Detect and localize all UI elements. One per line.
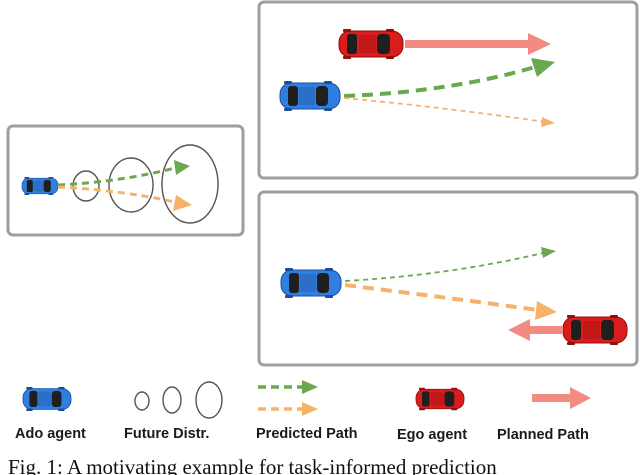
bottom-ego-car (562, 314, 628, 346)
left-panel (6, 124, 245, 237)
left-predicted-arrowhead-green (174, 160, 190, 175)
legend-planned-path-label: Planned Path (497, 427, 589, 443)
legend-ado-car (22, 386, 72, 412)
legend-ego-car (415, 387, 465, 411)
future-distr-ellipse-small (72, 170, 100, 202)
legend-ellipse-medium (162, 386, 182, 414)
top-predicted-arrowhead-green (531, 58, 555, 77)
legend-future-distr-label: Future Distr. (124, 426, 209, 442)
left-panel-frame (6, 124, 245, 237)
top-ego-car (338, 28, 404, 60)
top-predicted-arrowhead-orange (541, 117, 555, 127)
future-distr-ellipse-medium (108, 157, 154, 213)
top-predicted-path-green (343, 65, 536, 98)
bottom-predicted-arrowhead-orange (535, 301, 557, 320)
top-planned-path-arrowhead (528, 33, 551, 55)
top-right-panel-frame (257, 0, 639, 180)
legend-predicted-path-label: Predicted Path (256, 426, 358, 442)
top-right-panel (257, 0, 639, 180)
bottom-planned-path-arrowhead (508, 319, 530, 341)
left-predicted-path-orange (57, 185, 176, 204)
legend-predicted-orange-arrowhead (302, 402, 318, 416)
bottom-right-panel-frame (257, 190, 639, 367)
bottom-predicted-path-green (344, 252, 544, 282)
figure-caption: Fig. 1: A motivating example for task-in… (8, 455, 497, 475)
legend-planned-path-arrowhead (570, 387, 591, 409)
legend-predicted-green-arrowhead (302, 380, 318, 394)
bottom-right-panel (257, 190, 639, 367)
left-predicted-arrowhead-orange (173, 195, 192, 211)
top-planned-path-shaft (405, 40, 530, 48)
future-distr-ellipse-large (161, 144, 219, 224)
legend-ado-agent-label: Ado agent (15, 426, 86, 442)
legend: Ado agent Future Distr. Predicted Path E… (15, 380, 591, 443)
legend-planned-path-shaft (532, 394, 572, 402)
legend-ellipse-large (195, 381, 223, 419)
bottom-ado-car (280, 267, 342, 299)
bottom-planned-path-shaft (528, 326, 563, 334)
top-ado-car (279, 80, 341, 112)
bottom-predicted-path-orange (344, 283, 539, 312)
top-predicted-path-orange (343, 97, 546, 123)
left-ado-car (21, 176, 59, 196)
legend-ego-agent-label: Ego agent (397, 427, 467, 443)
left-predicted-path-green (57, 166, 176, 187)
legend-ellipse-small (134, 391, 150, 411)
bottom-predicted-arrowhead-green (541, 247, 556, 258)
